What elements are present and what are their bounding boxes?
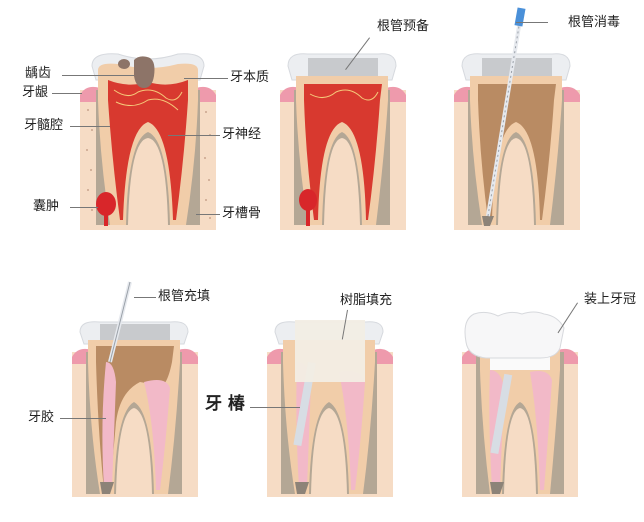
- leader-post: [250, 407, 300, 408]
- leader-root-canal-disinfection: [516, 22, 548, 23]
- tooth-illustration: [267, 320, 393, 497]
- label-resin-filling: 树脂填充: [340, 293, 393, 308]
- label-post: 牙 椿: [205, 394, 245, 414]
- leader-cyst: [70, 207, 98, 208]
- tooth-illustration: [462, 311, 578, 497]
- tooth-illustration: [454, 7, 580, 230]
- leader-alveolar-bone: [196, 214, 220, 215]
- label-nerve: 牙神经: [222, 127, 262, 142]
- label-root-canal-filling: 根管充填: [158, 289, 211, 304]
- label-cyst: 囊肿: [33, 199, 60, 214]
- leader-dentin: [184, 78, 228, 79]
- label-gum: 牙龈: [22, 85, 49, 100]
- label-root-canal-preparation: 根管预备: [377, 19, 430, 34]
- label-caries: 龋齿: [25, 66, 52, 81]
- leader-gutta-percha: [60, 418, 106, 419]
- panel-diseased-tooth: [78, 40, 218, 240]
- label-crown-placement: 装上牙冠: [584, 292, 637, 307]
- panel-root-canal-filling: [70, 281, 210, 522]
- panel-root-canal-disinfection: [452, 7, 592, 240]
- label-gutta-percha: 牙胶: [28, 410, 55, 425]
- leader-caries: [62, 75, 134, 76]
- leader-nerve: [168, 135, 220, 136]
- tooth-illustration: [280, 53, 406, 230]
- tooth-illustration: [72, 281, 198, 497]
- leader-gum: [52, 93, 82, 94]
- label-alveolar-bone: 牙槽骨: [222, 206, 262, 221]
- panel-resin-filling: [265, 320, 405, 522]
- label-dentin: 牙本质: [230, 70, 270, 85]
- leader-root-canal-filling: [134, 297, 156, 298]
- panel-crown-placement: [460, 310, 600, 510]
- leader-pulp-chamber: [70, 126, 110, 127]
- panel-root-canal-preparation: [278, 40, 418, 240]
- label-root-canal-disinfection: 根管消毒: [568, 15, 621, 30]
- tooth-illustration: [80, 53, 216, 230]
- label-pulp-chamber: 牙髓腔: [24, 118, 64, 133]
